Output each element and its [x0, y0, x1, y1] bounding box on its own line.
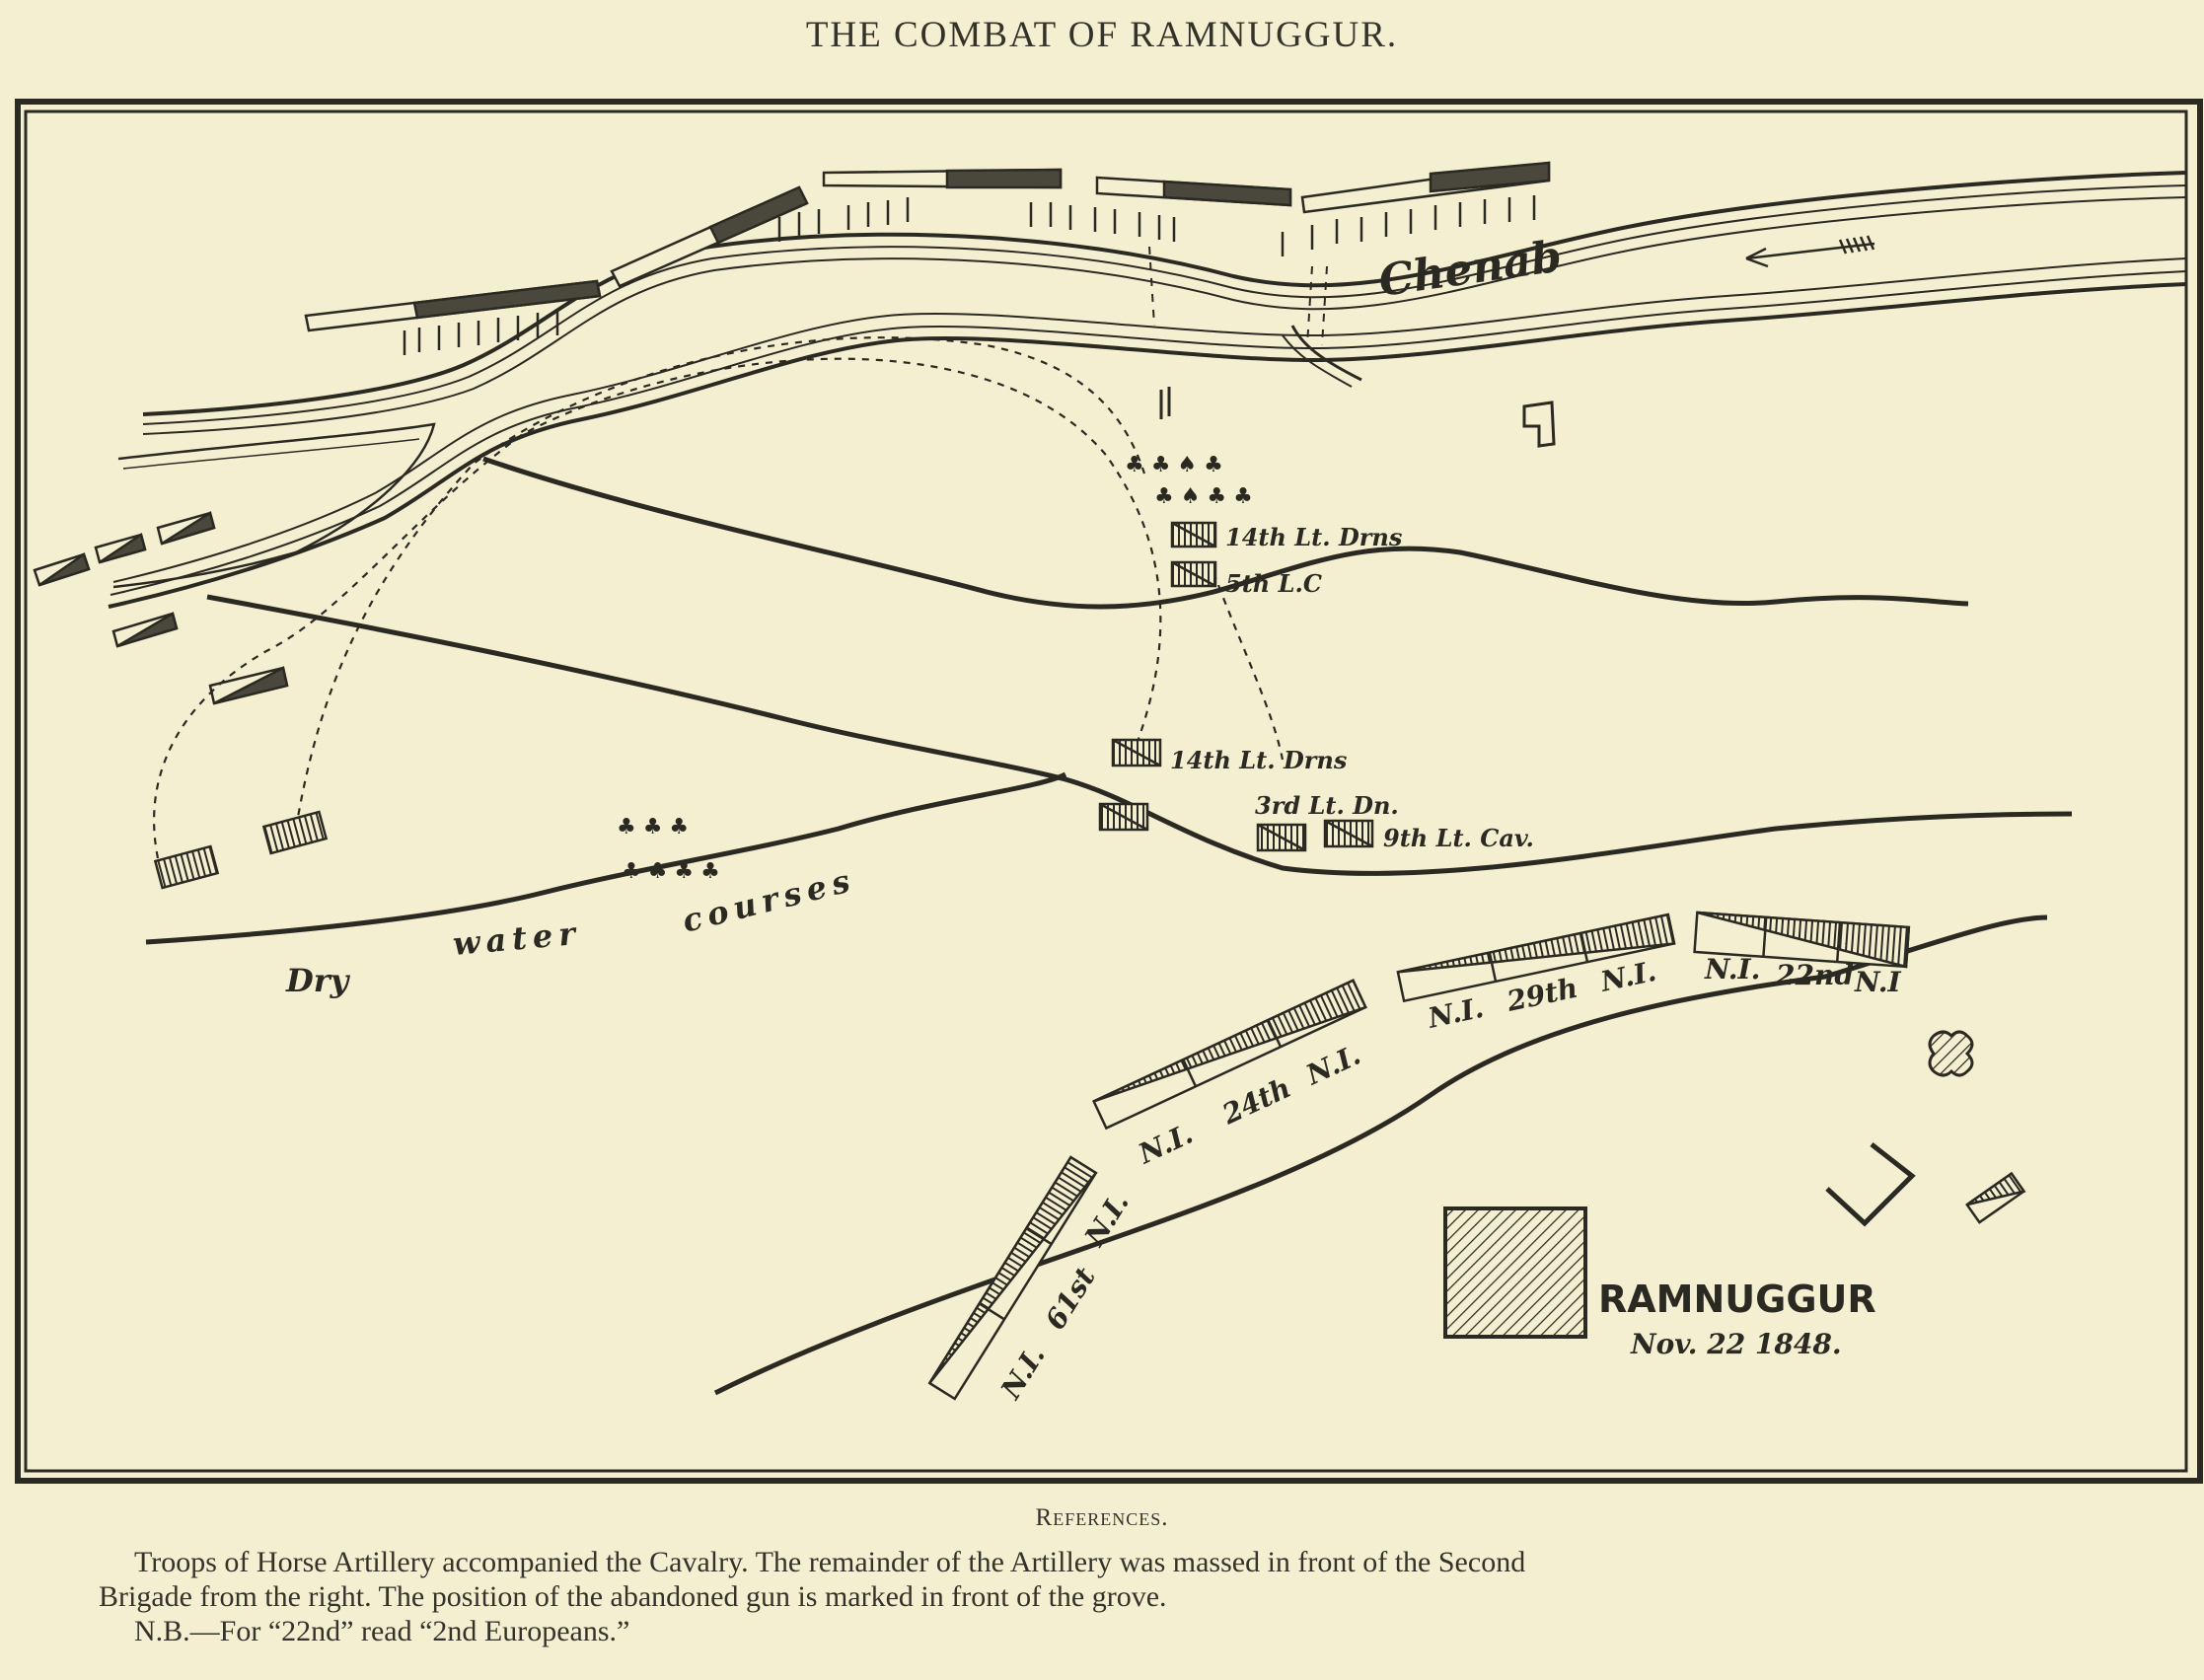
town-icon	[1443, 1206, 1587, 1339]
grove-trees: ♣ ♣ ♠ ♣ ♣ ♠ ♣ ♣ ♣ ♣ ♣ ♣ ♣ ♣ ♣	[617, 453, 1253, 884]
svg-text:♣ ♣ ♠ ♣: ♣ ♣ ♠ ♣	[1125, 453, 1223, 477]
svg-text:♣ ♠ ♣ ♣: ♣ ♠ ♣ ♣	[1154, 484, 1253, 509]
cav-label-2: 5th L.C	[1225, 569, 1322, 598]
cav-label-1: 14th Lt. Drns	[1225, 523, 1403, 551]
cavalry-paths	[153, 336, 1285, 859]
references-heading: References.	[1035, 1504, 1169, 1531]
small-gun-icon	[1965, 1171, 2026, 1224]
river-flow-arrow	[1745, 235, 1875, 268]
svg-text:N.I.: N.I.	[1133, 1118, 1198, 1171]
left-guns	[33, 511, 289, 705]
dry-label-1: Dry	[285, 962, 351, 999]
map-frame	[15, 99, 2203, 1484]
dry-label-2: water	[451, 914, 582, 963]
sikh-infantry-marks	[403, 195, 1536, 355]
svg-text:N.I.: N.I.	[1300, 1039, 1365, 1092]
river-label: Chenab	[1375, 231, 1565, 306]
svg-text:N.I.: N.I.	[1704, 953, 1760, 986]
svg-text:♣ ♣ ♣ ♣: ♣ ♣ ♣ ♣	[622, 859, 720, 884]
town-date: Nov. 22 1848.	[1630, 1328, 1842, 1360]
svg-text:♣ ♣ ♣: ♣ ♣ ♣	[617, 815, 689, 840]
svg-text:22nd: 22nd	[1775, 959, 1854, 991]
references-line-1: Troops of Horse Artillery accompanied th…	[134, 1546, 1526, 1578]
british-infantry	[927, 911, 1911, 1401]
cav-label-5: 9th Lt. Cav.	[1383, 824, 1534, 852]
svg-text:N.I.: N.I.	[993, 1340, 1051, 1405]
svg-text:N.I: N.I	[1854, 966, 1902, 998]
enclosure-icon	[1825, 1142, 1916, 1227]
fort-icon	[1928, 1030, 1974, 1077]
cav-label-3: 14th Lt. Drns	[1170, 746, 1348, 774]
references-line-2: Brigade from the right. The position of …	[99, 1580, 1167, 1613]
svg-text:N.I.: N.I.	[1597, 955, 1659, 998]
cav-label-4: 3rd Lt. Dn.	[1255, 791, 1399, 820]
references-text: Troops of Horse Artillery accompanied th…	[99, 1545, 2151, 1648]
sikh-batteries	[304, 161, 1551, 332]
building-icon	[1522, 401, 1556, 448]
svg-text:N.I.: N.I.	[1425, 991, 1487, 1035]
lone-marker	[1159, 387, 1171, 419]
references-line-3: N.B.—For “22nd” read “2nd Europeans.”	[134, 1615, 630, 1647]
svg-text:24th: 24th	[1216, 1071, 1295, 1132]
svg-text:61st: 61st	[1039, 1262, 1102, 1336]
town-name: RAMNUGGUR	[1598, 1278, 1876, 1321]
svg-text:N.I.: N.I.	[1077, 1187, 1135, 1252]
page-title: THE COMBAT OF RAMNUGGUR.	[805, 15, 1399, 55]
river-chenab	[108, 171, 2187, 609]
british-cavalry	[153, 521, 1374, 890]
